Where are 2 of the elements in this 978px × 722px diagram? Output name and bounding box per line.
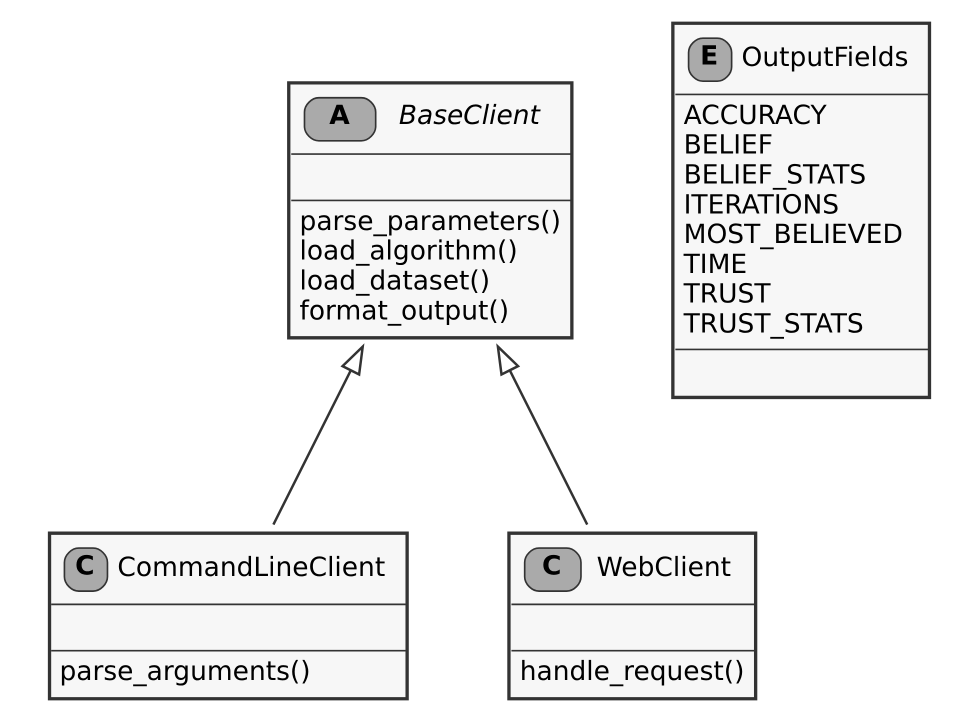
arrow [272, 343, 364, 526]
arrow [496, 343, 588, 526]
